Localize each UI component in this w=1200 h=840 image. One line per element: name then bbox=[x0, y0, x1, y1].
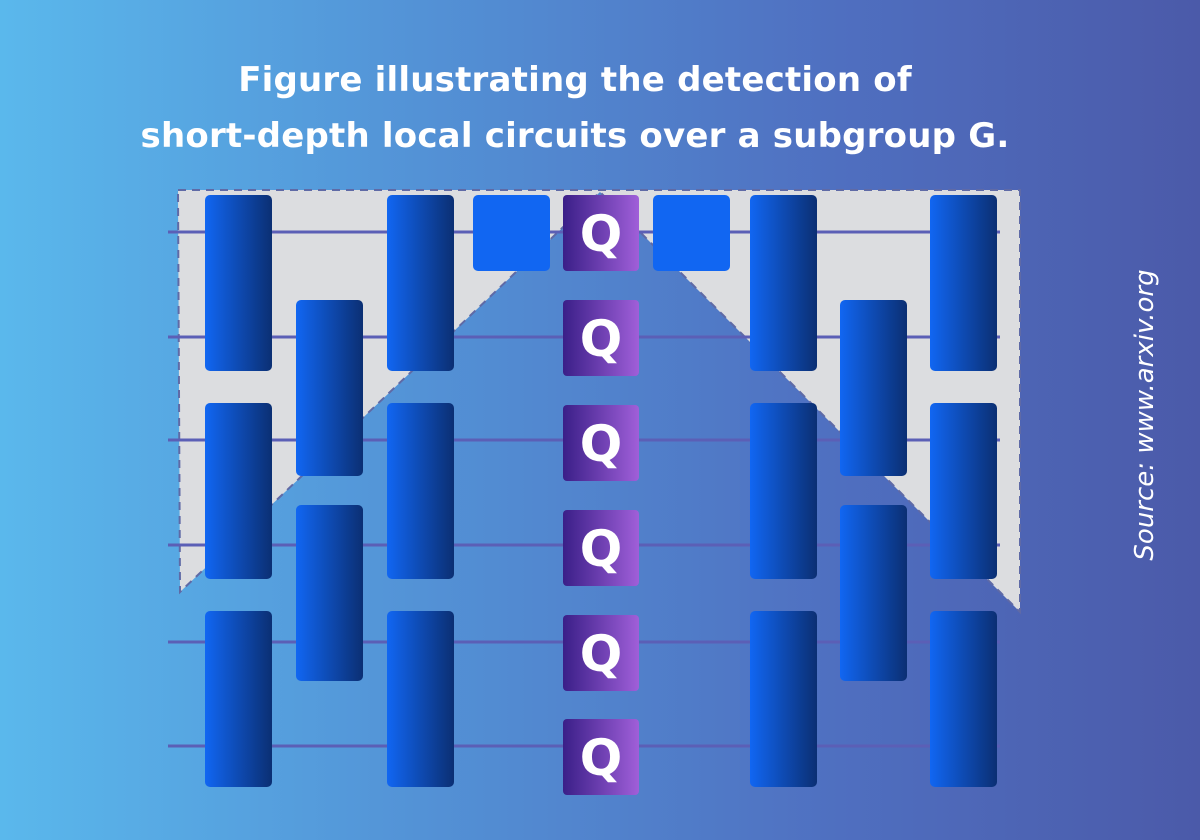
q-gate-label: Q bbox=[580, 205, 623, 263]
two-qubit-gate bbox=[840, 505, 907, 681]
two-qubit-gate bbox=[205, 195, 272, 371]
figure-title: Figure illustrating the detection of sho… bbox=[0, 52, 1150, 164]
q-gate-label: Q bbox=[580, 415, 623, 473]
two-qubit-gate bbox=[750, 195, 817, 371]
q-gate: Q bbox=[563, 510, 639, 586]
q-gate: Q bbox=[563, 719, 639, 795]
q-gate-box bbox=[563, 195, 639, 271]
q-gate: Q bbox=[563, 405, 639, 481]
single-qubit-gate bbox=[473, 195, 550, 271]
source-credit: Source: www.arxiv.org bbox=[1130, 269, 1160, 561]
q-gate: Q bbox=[563, 300, 639, 376]
two-qubit-gate bbox=[387, 611, 454, 787]
two-qubit-gate bbox=[387, 195, 454, 371]
q-gate-box bbox=[563, 300, 639, 376]
two-qubit-gate bbox=[930, 195, 997, 371]
two-qubit-gate bbox=[750, 403, 817, 579]
q-gate-label: Q bbox=[580, 310, 623, 368]
two-qubit-gate bbox=[205, 403, 272, 579]
two-qubit-gate bbox=[205, 611, 272, 787]
q-gate-label: Q bbox=[580, 625, 623, 683]
two-qubit-gate bbox=[840, 300, 907, 476]
q-gate: Q bbox=[563, 195, 639, 271]
two-qubit-gate bbox=[930, 403, 997, 579]
q-gate-label: Q bbox=[580, 729, 623, 787]
q-gate-label: Q bbox=[580, 520, 623, 578]
q-gate-box bbox=[563, 615, 639, 691]
single-qubit-gate bbox=[653, 195, 730, 271]
two-qubit-gate bbox=[296, 300, 363, 476]
q-gate-box bbox=[563, 719, 639, 795]
two-qubit-gate bbox=[296, 505, 363, 681]
q-gate: Q bbox=[563, 615, 639, 691]
two-qubit-gate bbox=[930, 611, 997, 787]
q-gate-box bbox=[563, 405, 639, 481]
title-line-2: short-depth local circuits over a subgro… bbox=[140, 116, 1010, 156]
q-gate-box bbox=[563, 510, 639, 586]
two-qubit-gate bbox=[750, 611, 817, 787]
title-line-1: Figure illustrating the detection of bbox=[238, 60, 912, 100]
two-qubit-gate bbox=[387, 403, 454, 579]
